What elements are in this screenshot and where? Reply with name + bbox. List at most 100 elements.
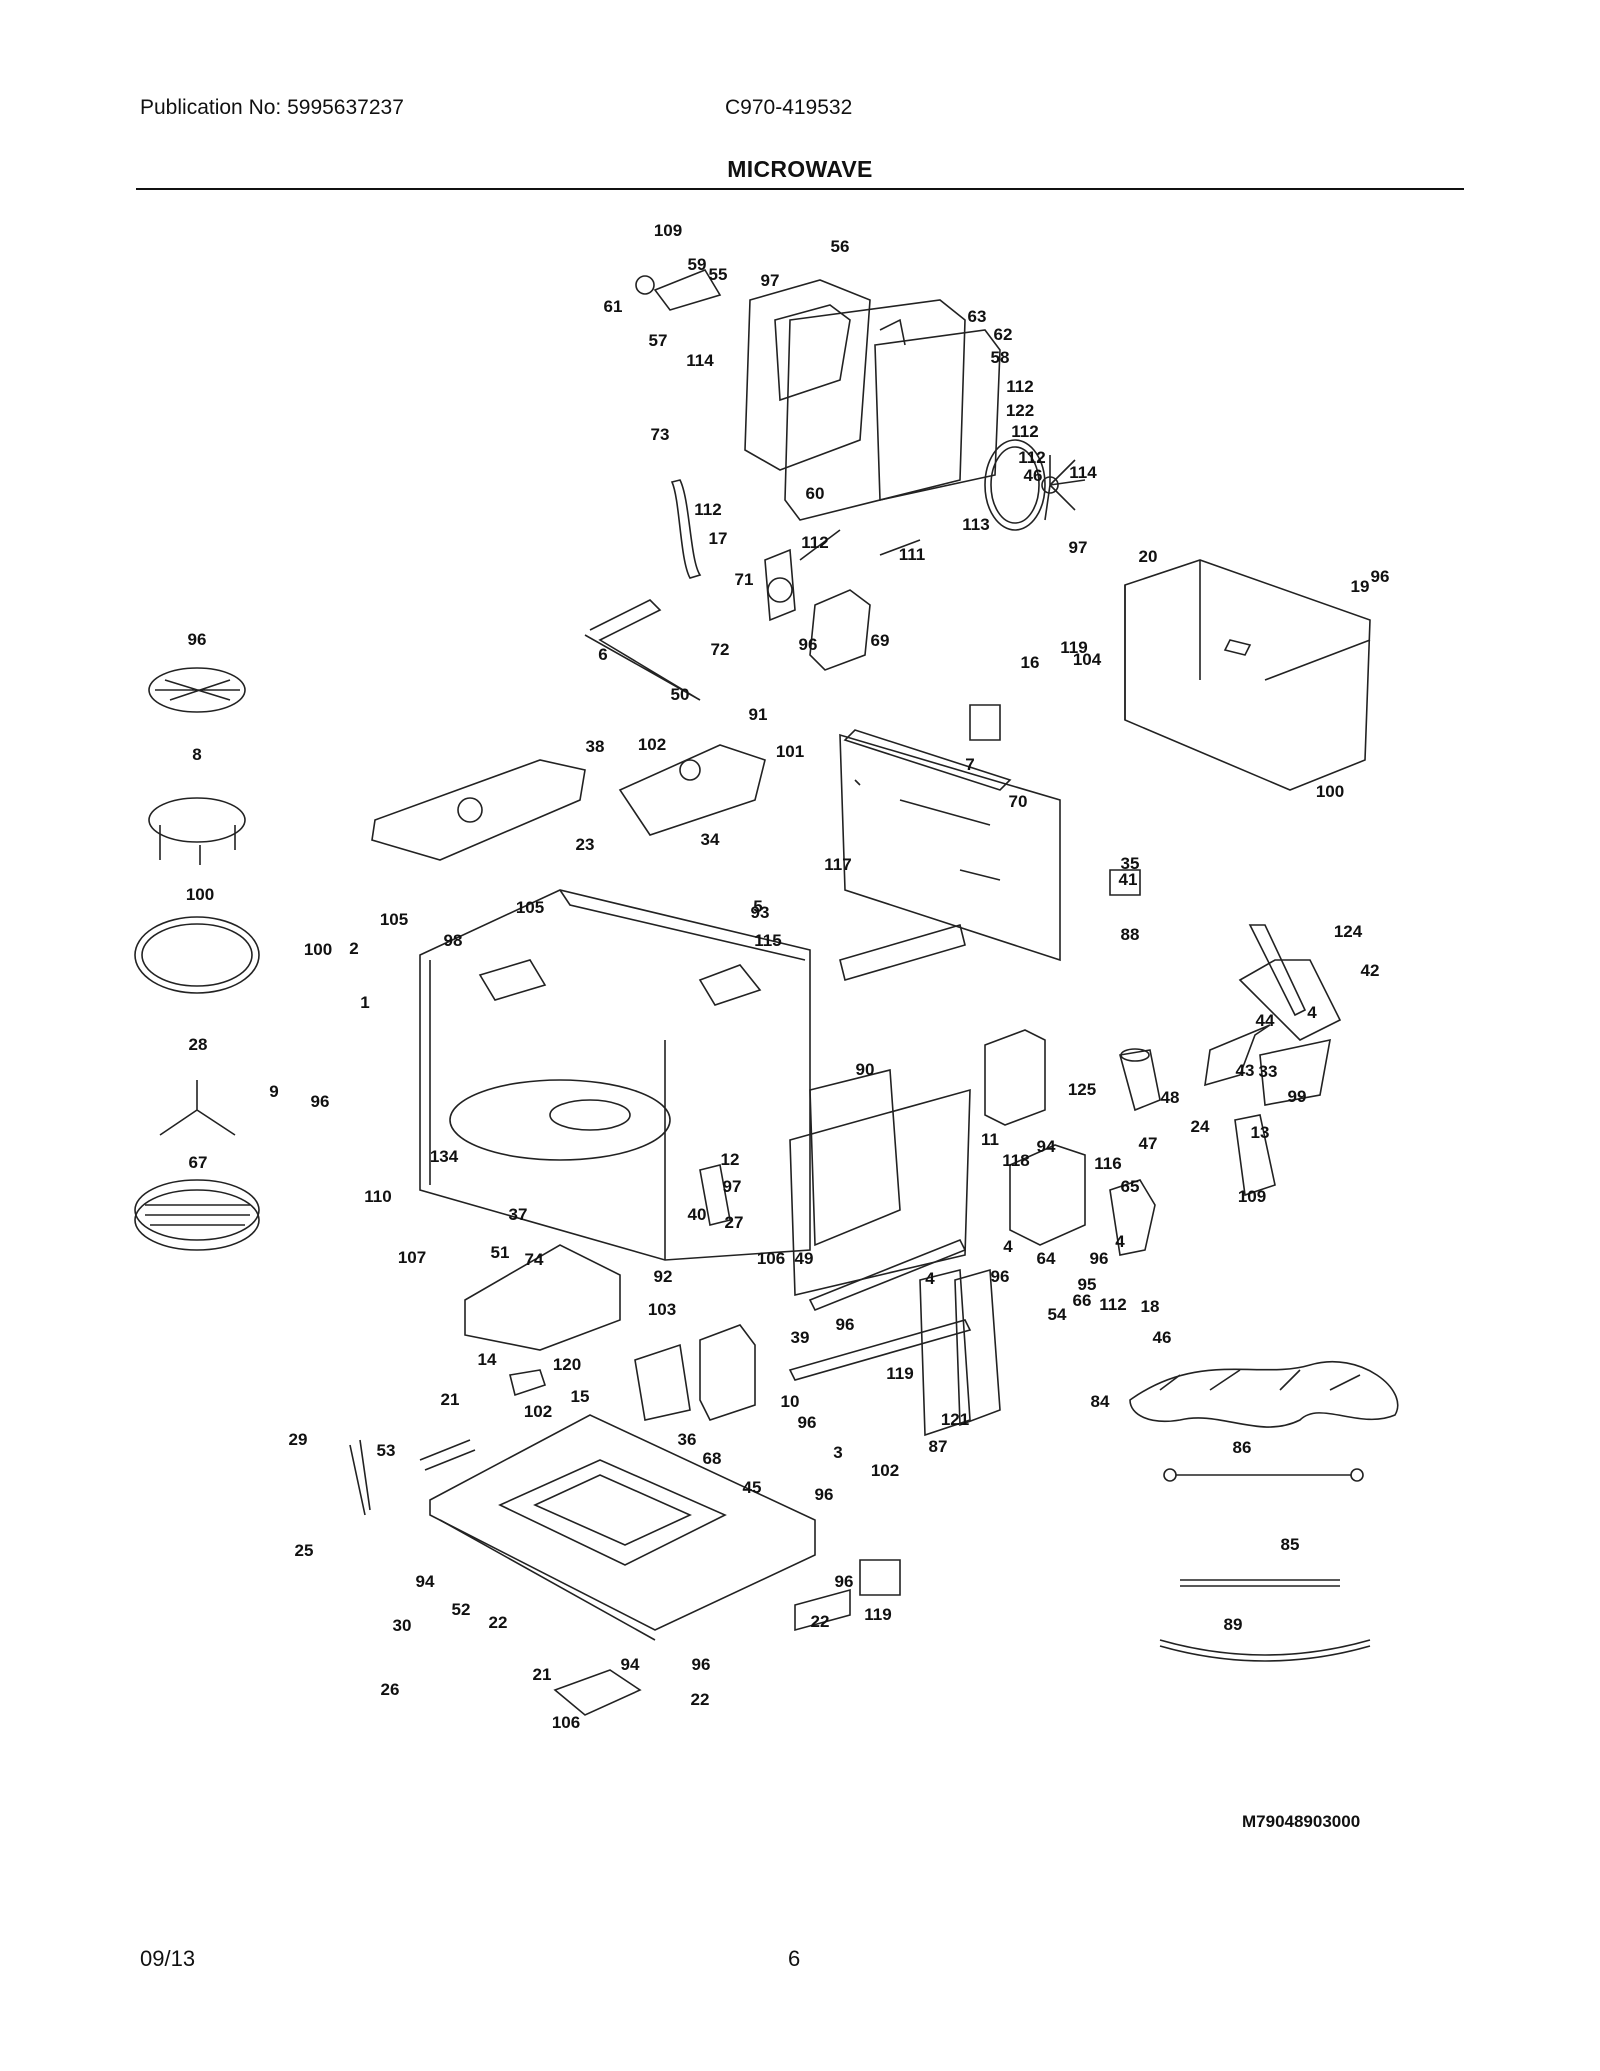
part-callout: 8: [192, 745, 201, 764]
part-callout: 14: [478, 1350, 497, 1369]
diagram-code: M79048903000: [1242, 1812, 1361, 1831]
part-callout: 26: [381, 1680, 400, 1699]
part-callout: 61: [604, 297, 623, 316]
part-callout: 103: [648, 1300, 676, 1319]
part-callout: 87: [929, 1437, 948, 1456]
part-callout: 11: [981, 1130, 999, 1149]
model-number: C970-419532: [725, 96, 853, 119]
part-callout: 88: [1121, 925, 1140, 944]
part-callout: 49: [795, 1249, 814, 1268]
part-callout: 109: [654, 221, 682, 240]
part-callout: 100: [186, 885, 214, 904]
part-callout: 34: [701, 830, 720, 849]
page-number: 6: [788, 1946, 801, 1971]
part-callout: 102: [524, 1402, 552, 1421]
outer-cabinet: [1124, 559, 1371, 791]
part-callout: 96: [815, 1485, 834, 1504]
part-callout: 37: [509, 1205, 528, 1224]
part-callout: 52: [452, 1600, 471, 1619]
part-callout: 100: [1316, 782, 1344, 801]
part-callout: 50: [671, 685, 690, 704]
part-callout: 21: [441, 1390, 460, 1409]
part-callout: 122: [1006, 401, 1034, 420]
part-callout: 100: [304, 940, 332, 959]
part-callout: 39: [791, 1328, 810, 1347]
part-callout: 115: [754, 931, 781, 950]
part-callout: 59: [688, 255, 707, 274]
part-callout: 96: [836, 1315, 855, 1334]
part-callout: 96: [188, 630, 207, 649]
part-callout: 105: [516, 898, 544, 917]
part-callout: 72: [711, 640, 730, 659]
part-callout: 22: [811, 1612, 830, 1631]
part-callout: 17: [709, 529, 728, 548]
part-callout: 96: [835, 1572, 854, 1591]
part-callout: 4: [1003, 1237, 1013, 1256]
electrical-components: [699, 924, 1342, 1437]
part-callout: 119: [864, 1605, 891, 1624]
part-callout: 25: [295, 1541, 314, 1560]
part-callout: 112: [1011, 422, 1038, 441]
part-callout: 23: [576, 835, 595, 854]
part-callout: 67: [189, 1153, 208, 1172]
part-callout: 89: [1224, 1615, 1243, 1634]
part-callout: 46: [1153, 1328, 1172, 1347]
part-callout: 102: [871, 1461, 899, 1480]
part-callout: 96: [798, 1413, 817, 1432]
part-callout: 94: [1037, 1137, 1056, 1156]
part-callout: 105: [380, 910, 408, 929]
part-callout: 68: [703, 1449, 722, 1468]
part-callout: 73: [651, 425, 670, 444]
part-callout: 99: [1288, 1087, 1307, 1106]
part-callout: 4: [925, 1269, 935, 1288]
part-callout: 96: [799, 635, 818, 654]
part-callout: 94: [621, 1655, 640, 1674]
part-callout: 10: [781, 1392, 800, 1411]
part-callout: 66: [1073, 1291, 1092, 1310]
footer-date: 09/13: [140, 1946, 196, 1971]
part-callout: 111: [899, 545, 926, 564]
part-callout: 93: [751, 903, 770, 922]
part-callout: 117: [824, 855, 851, 874]
part-callout: 2: [349, 939, 358, 958]
part-callout: 55: [709, 265, 728, 284]
part-callout: 65: [1121, 1177, 1140, 1196]
part-callout: 85: [1281, 1535, 1300, 1554]
part-callout: 101: [776, 742, 804, 761]
part-callout: 54: [1048, 1305, 1067, 1324]
part-callout: 29: [289, 1430, 308, 1449]
part-callout: 12: [721, 1150, 740, 1169]
part-callout: 53: [377, 1441, 396, 1460]
part-callout: 112: [694, 500, 721, 519]
part-callout: 1: [360, 993, 369, 1012]
part-callout: 109: [1238, 1187, 1266, 1206]
part-callout: 104: [1073, 650, 1102, 669]
part-callout: 97: [1069, 538, 1088, 557]
part-callout: 121: [941, 1410, 969, 1429]
oven-racks-and-trays: [134, 667, 260, 1251]
part-callout: 94: [416, 1572, 435, 1591]
part-callout: 119: [1060, 638, 1087, 657]
part-callout: 33: [1259, 1062, 1278, 1081]
part-callout: 21: [533, 1665, 552, 1684]
part-callout: 96: [1371, 567, 1390, 586]
part-callout: 119: [886, 1364, 913, 1383]
part-callout: 116: [1094, 1154, 1121, 1173]
part-callout: 96: [311, 1092, 330, 1111]
part-callout: 114: [1069, 463, 1097, 482]
top-fan-motor-assembly: [635, 269, 1086, 671]
part-callout: 124: [1334, 922, 1363, 941]
part-callout: 112: [1099, 1295, 1126, 1314]
part-callout: 64: [1037, 1249, 1056, 1268]
part-callout: 20: [1139, 547, 1158, 566]
part-callout: 51: [491, 1243, 510, 1262]
part-callout: 90: [856, 1060, 875, 1079]
title-divider: [136, 188, 1464, 190]
part-callout: 13: [1251, 1123, 1270, 1142]
part-callout: 3: [833, 1443, 842, 1462]
part-callout: 48: [1161, 1088, 1180, 1107]
part-callout: 24: [1191, 1117, 1210, 1136]
part-callout: 9: [269, 1082, 278, 1101]
part-callout: 110: [364, 1187, 391, 1206]
